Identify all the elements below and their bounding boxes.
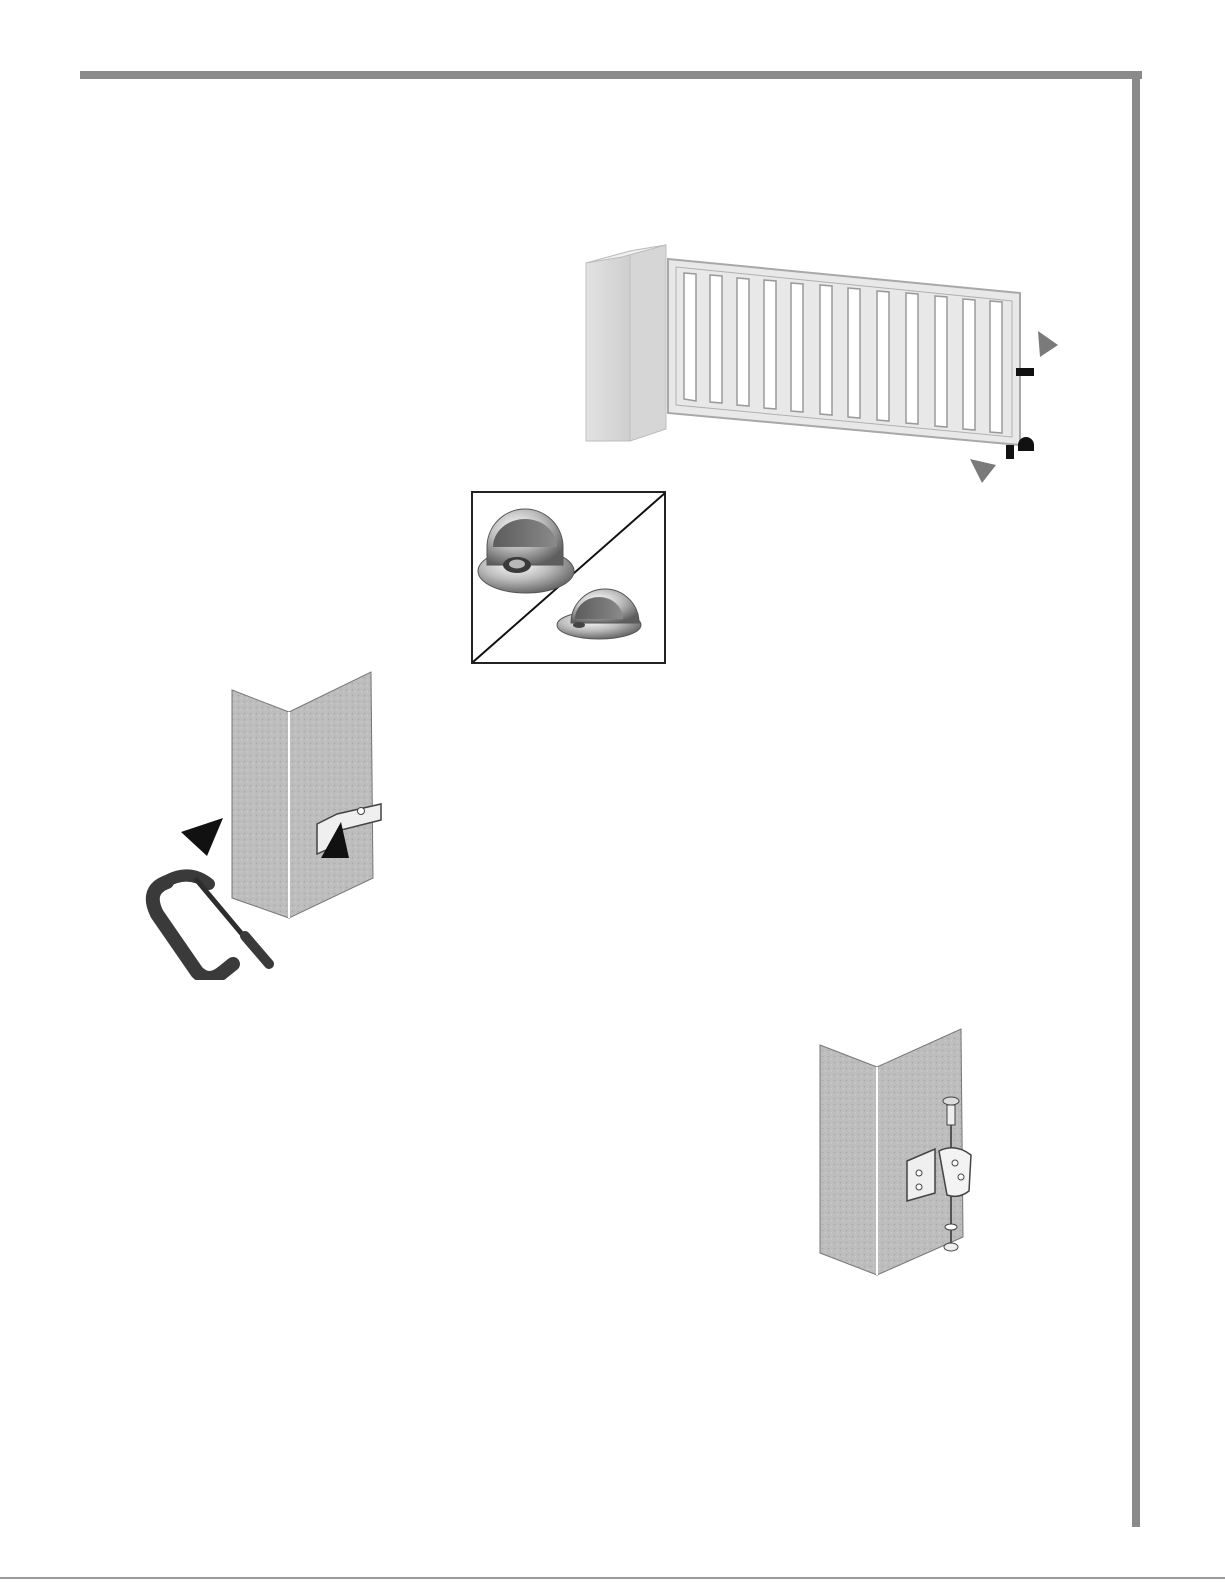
page-bottom-rule bbox=[0, 1577, 1225, 1579]
door-stop-icon bbox=[471, 491, 667, 665]
c-clamp-icon bbox=[135, 670, 405, 980]
page-right-rule bbox=[1132, 71, 1140, 1527]
gate-icon bbox=[580, 235, 1070, 495]
bolt-bracket-illustration bbox=[815, 1025, 990, 1280]
door-stop-inset bbox=[471, 491, 667, 665]
gate-illustration bbox=[580, 235, 1070, 495]
bolt-bracket-icon bbox=[815, 1025, 990, 1280]
clamp-bracket-illustration bbox=[135, 670, 405, 980]
page-top-rule bbox=[80, 71, 1142, 79]
